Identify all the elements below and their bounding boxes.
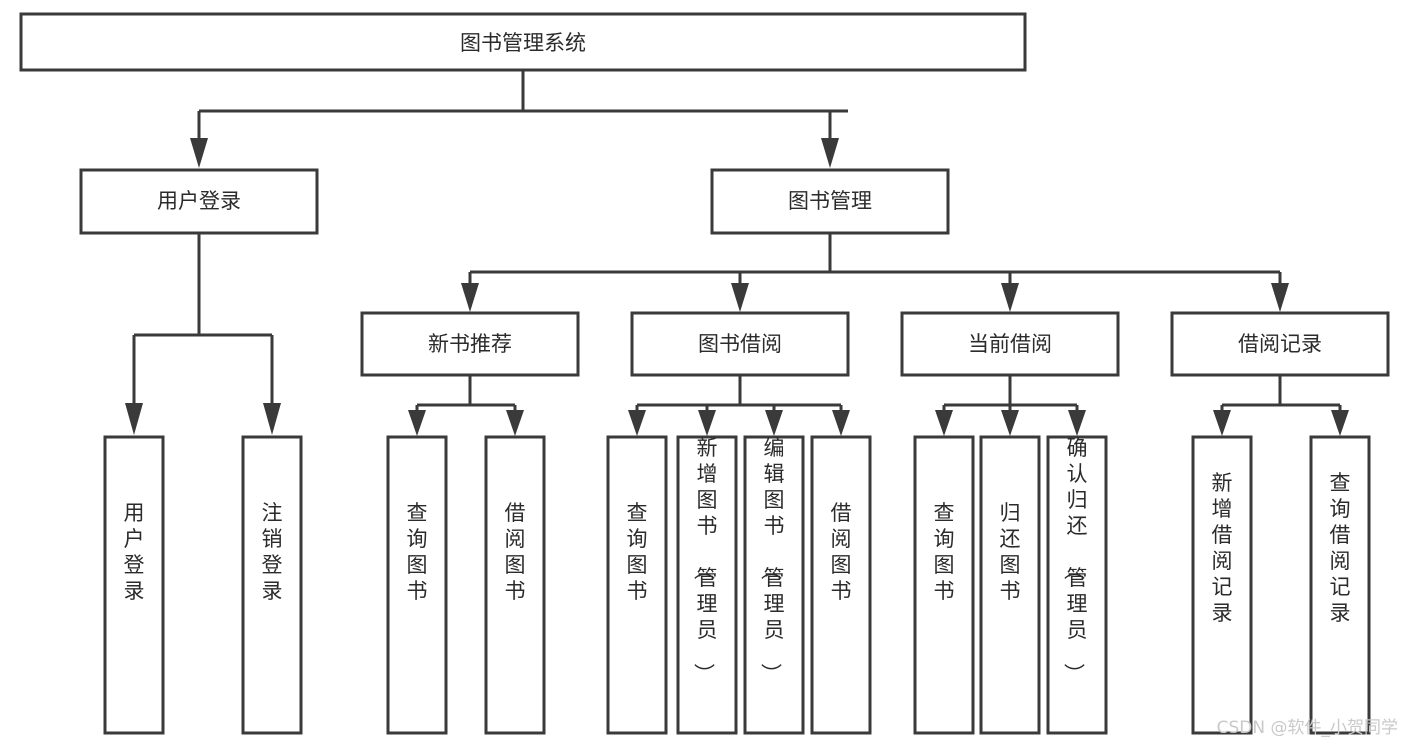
connector-group-book-borrow-to-leaves: [628, 375, 850, 436]
node-book-manage-label: 图书管理: [788, 189, 872, 213]
connector-group-current-borrow-to-leaves: [935, 375, 1086, 436]
leaf-nbr-borrow-book-box[interactable]: [484, 435, 546, 735]
leaf-logout-label: 注销登录: [262, 501, 283, 603]
arrow-head-new-book-recommend: [461, 283, 479, 312]
node-root-box[interactable]: [19, 12, 1027, 72]
leaf-cb-return-book-box[interactable]: [979, 435, 1041, 735]
node-borrow-record-box[interactable]: [1170, 311, 1390, 377]
leaf-br-add-record-label: 新增借阅记录: [1212, 471, 1233, 625]
node-book-borrow[interactable]: 图书借阅: [630, 311, 850, 377]
leaf-user-login-label: 用户登录: [124, 501, 145, 603]
arrow-head-nbr-leaf-2: [506, 410, 524, 436]
arrow-head-bb-leaf-1: [628, 410, 646, 436]
leaf-node-cb-confirm-return[interactable]: 确认归还（管理员）: [1046, 435, 1108, 735]
leaf-node-bb-edit-book[interactable]: 编辑图书（管理员）: [743, 435, 805, 735]
leaf-node-cb-query-book[interactable]: 查询图书: [913, 435, 975, 735]
node-root-system[interactable]: 图书管理系统: [19, 12, 1027, 72]
leaf-bb-edit-book-label: 编辑图书（管理员）: [759, 436, 785, 684]
node-current-borrow-label: 当前借阅: [968, 332, 1052, 356]
leaf-node-nbr-query-book[interactable]: 查询图书: [386, 435, 448, 735]
leaf-node-bb-add-book[interactable]: 新增图书（管理员）: [676, 435, 738, 735]
arrow-head-book-borrow: [731, 283, 749, 312]
arrow-head-bb-leaf-3: [765, 410, 783, 436]
leaf-br-query-record-label: 查询借阅记录: [1330, 471, 1351, 625]
arrow-head-borrow-record: [1271, 283, 1289, 312]
connector-group-new-book-recommend-to-leaves: [408, 375, 524, 436]
leaf-cb-query-book-box[interactable]: [913, 435, 975, 735]
leaf-node-cb-return-book[interactable]: 归还图书: [979, 435, 1041, 735]
leaf-node-user-login[interactable]: 用户登录: [103, 435, 165, 735]
node-book-manage[interactable]: 图书管理: [710, 168, 950, 235]
leaf-user-login-box[interactable]: [103, 435, 165, 735]
arrow-head-bb-leaf-2: [698, 410, 716, 436]
leaf-br-query-record-box[interactable]: [1309, 435, 1371, 735]
arrow-head-user-login: [190, 138, 208, 168]
node-book-borrow-box[interactable]: [630, 311, 850, 377]
connector-group-user-login-to-leaves: [125, 233, 281, 435]
leaf-bb-add-book-box[interactable]: [676, 435, 738, 735]
node-current-borrow[interactable]: 当前借阅: [900, 311, 1120, 377]
leaf-node-br-query-record[interactable]: 查询借阅记录: [1309, 435, 1371, 735]
node-new-book-recommend-box[interactable]: [360, 311, 580, 377]
arrow-head-leaf-logout: [263, 403, 281, 435]
leaf-bb-query-book-label: 查询图书: [627, 501, 648, 603]
leaf-cb-return-book-label: 归还图书: [1000, 501, 1021, 603]
csdn-watermark: CSDN @软件_小贺同学: [1217, 718, 1398, 738]
connector-group-book-manage-to-level3: [461, 233, 1289, 312]
arrow-head-bb-leaf-4: [832, 410, 850, 436]
node-user-login[interactable]: 用户登录: [79, 168, 319, 235]
node-new-book-recommend[interactable]: 新书推荐: [360, 311, 580, 377]
leaf-bb-borrow-book-box[interactable]: [810, 435, 872, 735]
leaf-nbr-borrow-book-label: 借阅图书: [505, 501, 526, 603]
leaf-bb-edit-book-box[interactable]: [743, 435, 805, 735]
arrow-head-current-borrow: [1001, 283, 1019, 312]
leaf-bb-borrow-book-label: 借阅图书: [831, 501, 852, 603]
connector-group-root-to-level2: [190, 70, 848, 168]
leaf-node-bb-borrow-book[interactable]: 借阅图书: [810, 435, 872, 735]
leaf-br-add-record-box[interactable]: [1191, 435, 1253, 735]
leaf-node-bb-query-book[interactable]: 查询图书: [606, 435, 668, 735]
leaf-cb-confirm-return-box[interactable]: [1046, 435, 1108, 735]
node-user-login-box[interactable]: [79, 168, 319, 235]
arrow-head-nbr-leaf-1: [408, 410, 426, 436]
node-current-borrow-box[interactable]: [900, 311, 1120, 377]
arrow-head-leaf-user-login: [125, 403, 143, 435]
leaf-node-nbr-borrow-book[interactable]: 借阅图书: [484, 435, 546, 735]
leaf-bb-query-book-box[interactable]: [606, 435, 668, 735]
arrow-head-book-manage: [821, 138, 839, 168]
node-book-borrow-label: 图书借阅: [698, 332, 782, 356]
leaf-bb-add-book-label: 新增图书（管理员）: [692, 436, 718, 684]
node-borrow-record-label: 借阅记录: [1238, 332, 1322, 356]
leaf-nbr-query-book-box[interactable]: [386, 435, 448, 735]
node-borrow-record[interactable]: 借阅记录: [1170, 311, 1390, 377]
leaf-nbr-query-book-label: 查询图书: [407, 501, 428, 603]
leaf-cb-query-book-label: 查询图书: [934, 501, 955, 603]
arrow-head-br-leaf-1: [1213, 410, 1231, 436]
arrow-head-cb-leaf-2: [1001, 410, 1019, 436]
leaf-cb-confirm-return-label: 确认归还（管理员）: [1062, 436, 1088, 684]
leaf-logout-box[interactable]: [241, 435, 303, 735]
connector-group-borrow-record-to-leaves: [1213, 375, 1349, 436]
node-user-login-label: 用户登录: [157, 189, 241, 213]
node-root-label: 图书管理系统: [460, 31, 586, 55]
arrow-head-cb-leaf-3: [1068, 410, 1086, 436]
arrow-head-br-leaf-2: [1331, 410, 1349, 436]
node-new-book-recommend-label: 新书推荐: [428, 332, 512, 356]
leaf-node-br-add-record[interactable]: 新增借阅记录: [1191, 435, 1253, 735]
arrow-head-cb-leaf-1: [935, 410, 953, 436]
node-book-manage-box[interactable]: [710, 168, 950, 235]
leaf-node-logout[interactable]: 注销登录: [241, 435, 303, 735]
